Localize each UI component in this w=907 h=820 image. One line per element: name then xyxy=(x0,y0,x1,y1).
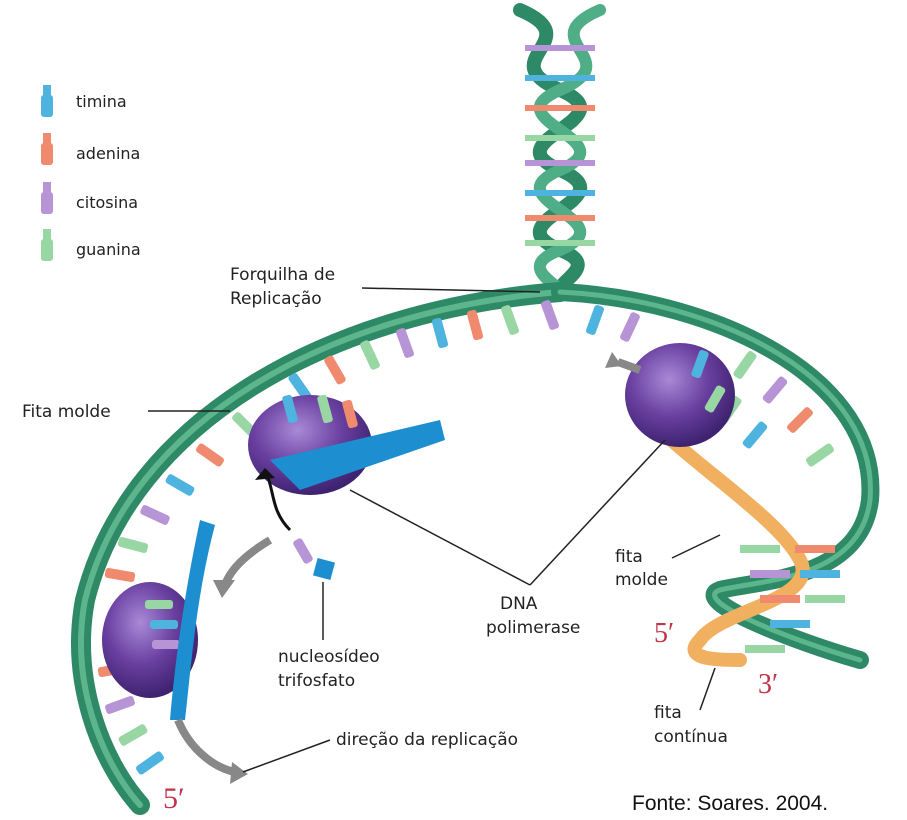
pointer-lines xyxy=(148,288,720,772)
prime-3-right: 3′ xyxy=(758,669,778,700)
label-dna-polimerase-line1: DNA xyxy=(500,594,538,614)
label-nucleosideo-line1: nucleosídeo xyxy=(278,647,380,667)
label-fita-continua-line2: contínua xyxy=(654,727,728,747)
template-strand-left xyxy=(81,292,560,805)
label-nucleosideo-line2: trifosfato xyxy=(278,671,355,691)
source-citation: Fonte: Soares. 2004. xyxy=(632,792,828,815)
legend-guanina-label: guanina xyxy=(76,240,141,259)
label-fita-molde-left: Fita molde xyxy=(22,402,111,422)
label-fita-molde-right-line2: molde xyxy=(615,570,668,590)
prime-5-right: 5′ xyxy=(654,618,674,649)
legend-adenina-label: adenina xyxy=(76,144,140,163)
legend-adenina-icon xyxy=(41,133,53,165)
legend-timina-icon xyxy=(41,85,53,117)
double-helix-top xyxy=(520,10,600,290)
label-fita-molde-right-line1: fita xyxy=(615,547,643,567)
legend-timina-label: timina xyxy=(76,92,127,111)
label-forquilha-line2: Replicação xyxy=(230,289,322,309)
nucleoside-triphosphate xyxy=(292,537,335,580)
legend xyxy=(41,85,53,261)
legend-citosina-label: citosina xyxy=(76,193,138,212)
label-dna-polimerase-line2: polimerase xyxy=(486,618,580,638)
prime-5-bottom: 5′ xyxy=(163,782,185,815)
dna-polymerase-right xyxy=(625,343,735,447)
left-strand-bases xyxy=(97,299,559,776)
legend-guanina-icon xyxy=(41,229,53,261)
label-fita-continua-line1: fita xyxy=(654,703,682,723)
legend-citosina-icon xyxy=(41,182,53,214)
label-direcao-replicacao: direção da replicação xyxy=(336,730,518,750)
label-forquilha-line1: Forquilha de xyxy=(230,265,335,285)
